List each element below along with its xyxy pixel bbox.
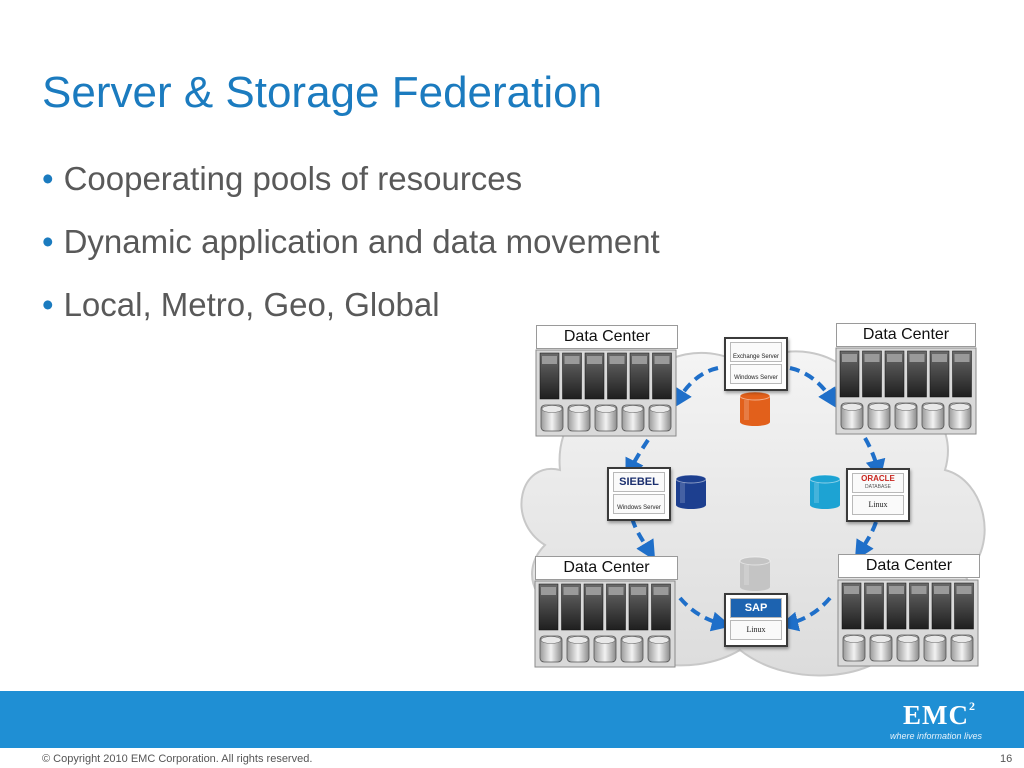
bullet-text: Dynamic application and data movement [63,223,660,260]
database-cylinder [809,474,841,509]
emc-logo: EMC2 [903,699,976,731]
logo-text: EMC [903,700,969,730]
page-number: 16 [1000,753,1013,765]
bullet-dot: • [42,223,54,260]
logo-superscript: 2 [969,699,976,713]
database-cylinders [675,391,841,591]
bullet-dot: • [42,160,54,197]
oracle-text: ORACLE [861,474,895,483]
server-unit [652,352,672,400]
arrow-right-down [854,521,878,561]
bullet-item: •Local, Metro, Geo, Global [42,279,660,342]
server-unit [841,582,862,630]
siebel-logo: SIEBEL [613,472,665,492]
server-rack [837,579,979,667]
server-unit [929,350,950,398]
server-unit [651,583,671,631]
server-unit [839,350,860,398]
server-unit [607,352,627,400]
arrow-top-right [789,366,838,409]
arrow-left-down [630,517,656,561]
server-unit [606,583,626,631]
arrow-right-up [863,436,886,480]
linux-logo: Linux [852,495,904,515]
server-unit [628,583,649,631]
bullet-item: •Dynamic application and data movement [42,216,660,279]
slide-title: Server & Storage Federation [42,68,603,117]
app-box-sap: SAP Linux [724,593,788,647]
bullet-dot: • [42,286,54,323]
windows-server-logo: Windows Server [730,364,782,384]
server-rack [534,580,676,668]
data-center-label: Data Center [836,323,976,347]
server-unit [909,582,929,630]
database-cylinder [675,474,707,509]
arrow-bottom-right [778,596,832,632]
server-unit [931,582,952,630]
data-center-label: Data Center [536,325,678,349]
bullet-item: •Cooperating pools of resources [42,153,660,216]
bullet-text: Cooperating pools of resources [63,160,523,197]
server-unit [629,352,650,400]
data-center-label: Data Center [838,554,980,578]
app-box-oracle: ORACLE DATABASE Linux [846,468,910,522]
server-unit [884,350,905,398]
emc-tagline: where information lives [890,731,983,741]
server-unit [907,350,927,398]
database-cylinder [739,391,771,426]
linux-logo: Linux [730,620,782,640]
windows-server-logo: Windows Server [613,494,665,514]
data-center-racks [534,347,979,668]
server-rack [835,347,977,435]
server-unit [539,352,560,400]
server-unit [886,582,907,630]
exchange-logo: Exchange Server [730,342,782,362]
oracle-logo: ORACLE DATABASE [852,473,904,493]
data-center-label: Data Center [535,556,678,580]
arrow-top-left [672,366,719,409]
bullet-list: •Cooperating pools of resources •Dynamic… [42,153,660,342]
arrow-bottom-left [678,596,732,632]
server-unit [583,583,604,631]
server-unit [584,352,605,400]
server-unit [562,352,582,400]
server-unit [538,583,559,631]
database-cylinder [739,556,771,591]
server-unit [954,582,974,630]
bullet-text: Local, Metro, Geo, Global [63,286,440,323]
copyright-notice: © Copyright 2010 EMC Corporation. All ri… [42,753,313,765]
server-unit [862,350,882,398]
sap-logo: SAP [730,598,782,618]
server-unit [864,582,884,630]
app-box-exchange: Exchange Server Windows Server [724,337,788,391]
server-unit [561,583,581,631]
server-unit [952,350,972,398]
footer-bar [0,691,1024,748]
server-rack [535,349,677,437]
app-box-siebel: SIEBEL Windows Server [607,467,671,521]
database-text: DATABASE [865,484,891,490]
